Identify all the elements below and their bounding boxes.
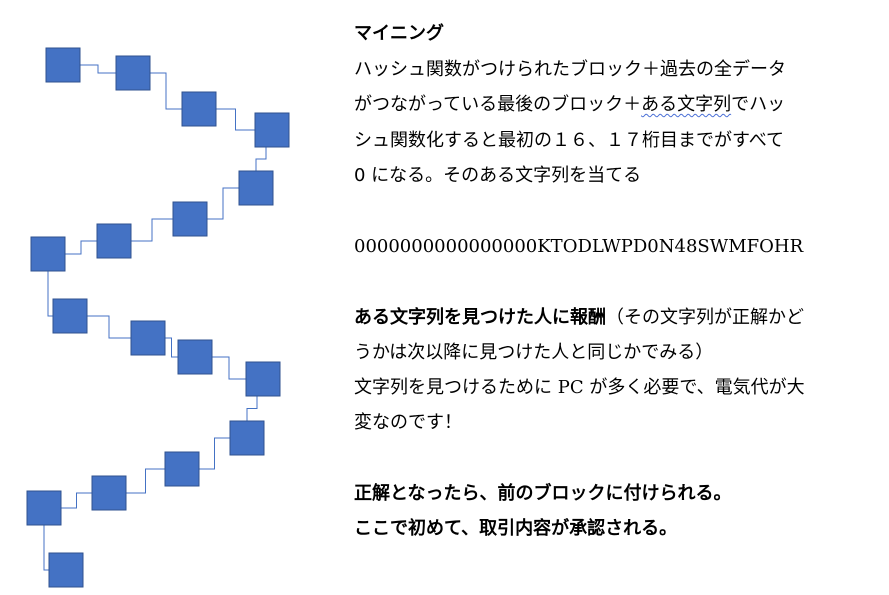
chain-block (238, 170, 274, 206)
conclusion-2: ここで初めて、取引内容が承認される。 (354, 518, 678, 539)
chain-block (245, 361, 281, 397)
chain-block (48, 552, 84, 588)
chain-connector (255, 147, 267, 171)
reward-note-1: （その文字列が正解かど (606, 307, 804, 328)
desc-line-1: ハッシュ関数がつけられたブロック＋過去の全データ (354, 59, 786, 80)
chain-blocks (26, 47, 290, 588)
chain-connector (199, 437, 230, 470)
hash-example: 0000000000000000KTODLWPD0N48SWMFOHR (354, 236, 804, 257)
desc-line-4b: になる。そのある文字列を当てる (365, 165, 642, 186)
chain-connector (150, 72, 182, 110)
chain-block (91, 475, 127, 511)
chain-connector (165, 337, 178, 358)
chain-connector (61, 492, 92, 509)
chain-block (45, 47, 81, 83)
chain-connector (207, 187, 239, 220)
chain-block (26, 490, 62, 526)
chain-connector (216, 108, 255, 131)
chain-block (115, 55, 151, 91)
chain-block (229, 420, 265, 456)
heading-mining: マイニング (354, 23, 444, 44)
chain-block (181, 91, 217, 127)
chain-block (130, 320, 166, 356)
chain-connector (131, 218, 173, 242)
chain-connector (246, 396, 258, 421)
chain-block (30, 236, 66, 272)
chain-block (52, 298, 88, 334)
pc-line-1: 文字列を見つけるために PC が多く必要で、電気代が大 (354, 377, 805, 398)
chain-connector (65, 240, 97, 255)
desc-line-2b: ある文字列 (641, 94, 732, 115)
chain-connector (87, 315, 131, 339)
chain-connector (212, 356, 246, 380)
reward-bold: ある文字列を見つけた人に報酬 (354, 307, 606, 328)
desc-line-2c: でハッ (731, 94, 786, 115)
desc-line-3: シュ関数化すると最初の１６、１７桁目までがすべて (354, 130, 785, 151)
desc-line-2: がつながっている最後のブロック＋ある文字列でハッ (354, 94, 785, 116)
reward-line-2: うかは次以降に見つけた人と同じかでみる） (354, 342, 714, 363)
conclusion-1: 正解となったら、前のブロックに付けられる。 (354, 483, 732, 504)
chain-connector (43, 525, 49, 571)
desc-line-4a: 0 (354, 165, 366, 186)
pc-line-2: 変なのです！ (354, 412, 462, 433)
desc-line-4: 0 になる。そのある文字列を当てる (354, 165, 641, 187)
chain-block (177, 339, 213, 375)
chain-connector (126, 468, 165, 494)
blockchain-diagram (26, 47, 290, 588)
chain-block (96, 223, 132, 259)
chain-block (172, 201, 208, 237)
chain-connector (80, 64, 116, 74)
chain-block (254, 112, 290, 148)
reward-line-1: ある文字列を見つけた人に報酬（その文字列が正解かど (354, 307, 804, 329)
chain-connectors (43, 64, 267, 571)
chain-block (164, 451, 200, 487)
chain-connector (47, 271, 53, 317)
desc-line-2a: がつながっている最後のブロック＋ (354, 94, 642, 115)
